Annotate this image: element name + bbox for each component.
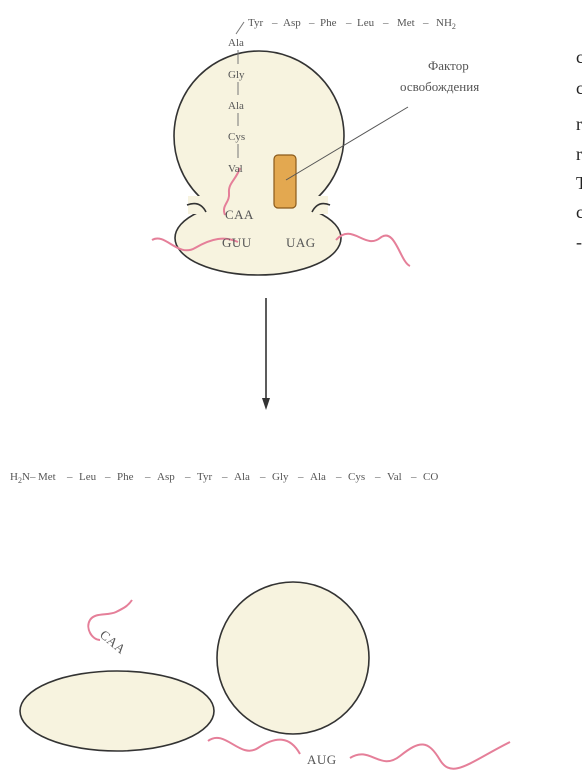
peptide-bond: – bbox=[374, 471, 381, 483]
cropped-glyph: c bbox=[576, 78, 582, 98]
peptide-bond: – bbox=[410, 471, 417, 483]
peptide-bond: – bbox=[382, 17, 389, 29]
mrna-strand-top-right bbox=[335, 232, 411, 267]
free-large-subunit bbox=[216, 581, 370, 735]
released-peptide: H2N–Met–Leu–Phe–Asp–Tyr–Ala–Gly–Ala–Cys–… bbox=[10, 471, 438, 485]
peptide-bond: – bbox=[259, 471, 266, 483]
free-trna-anticodon-label: CAA bbox=[97, 627, 129, 657]
peptide-bond: – bbox=[345, 17, 352, 29]
free-trna-strand bbox=[87, 599, 133, 641]
arrow-head-icon bbox=[262, 398, 270, 410]
released-residue-ala: Ala bbox=[310, 471, 326, 483]
trna-stem bbox=[223, 167, 241, 216]
vertical-residue-gly: Gly bbox=[228, 69, 245, 81]
peptide-bond: – bbox=[297, 471, 304, 483]
free-small-subunit bbox=[19, 670, 215, 752]
svg-text:–: – bbox=[29, 471, 36, 483]
peptide-bond: – bbox=[271, 17, 278, 29]
released-residue-asp: Asp bbox=[157, 471, 175, 483]
peptide-bond: – bbox=[308, 17, 315, 29]
cropped-glyph: T bbox=[576, 173, 582, 193]
released-residue-met: Met bbox=[38, 471, 56, 483]
release-factor-pointer bbox=[285, 106, 409, 181]
release-factor-label-2: освобождения bbox=[400, 79, 479, 94]
trna-anticodon-label: CAA bbox=[225, 207, 254, 222]
released-c-terminus: CO bbox=[423, 471, 438, 483]
peptide-bond: – bbox=[184, 471, 191, 483]
cropped-glyph: r bbox=[576, 114, 582, 134]
peptide-bond: – bbox=[144, 471, 151, 483]
released-residue-leu: Leu bbox=[79, 471, 97, 483]
ribosome-large-subunit bbox=[173, 50, 345, 222]
cropped-glyph: c bbox=[576, 47, 582, 67]
top-residue-asp: Asp bbox=[283, 17, 301, 29]
top-residue-tyr: Tyr bbox=[248, 17, 263, 29]
released-residue-gly: Gly bbox=[272, 471, 289, 483]
top-residue-phe: Phe bbox=[320, 17, 337, 29]
peptide-bond: – bbox=[66, 471, 73, 483]
mrna-strand-top bbox=[151, 237, 239, 252]
peptide-bond: – bbox=[335, 471, 342, 483]
mrna-stop-codon-label: UAG bbox=[286, 235, 316, 250]
top-residue-met: Met bbox=[397, 17, 415, 29]
released-n-terminus: H2N bbox=[10, 471, 30, 485]
vertical-residue-val: Val bbox=[228, 163, 243, 175]
amino-terminus-label: NH2 bbox=[436, 17, 456, 31]
top-residue-leu: Leu bbox=[357, 17, 375, 29]
released-residue-phe: Phe bbox=[117, 471, 134, 483]
released-residue-ala: Ala bbox=[234, 471, 250, 483]
cropped-glyph: c bbox=[576, 202, 582, 222]
peptide-chain-top: Tyr–Asp–Phe–Leu–Met–NH2 bbox=[235, 17, 456, 35]
released-residue-val: Val bbox=[387, 471, 402, 483]
released-residue-tyr: Tyr bbox=[197, 471, 212, 483]
free-mrna-strand bbox=[207, 737, 511, 770]
vertical-residue-cys: Cys bbox=[228, 131, 245, 143]
peptide-bond: – bbox=[221, 471, 228, 483]
cropped-glyph: r bbox=[576, 144, 582, 164]
vertical-residue-ala: Ala bbox=[228, 100, 244, 112]
release-factor-icon bbox=[273, 154, 297, 209]
peptide-bond: – bbox=[422, 17, 429, 29]
peptide-bond: – bbox=[104, 471, 111, 483]
vertical-residue-ala: Ala bbox=[228, 37, 244, 49]
release-factor-label-1: Фактор bbox=[428, 58, 469, 73]
mrna-sense-codon-label: GUU bbox=[222, 235, 252, 250]
free-mrna-codon-label: AUG bbox=[307, 752, 337, 767]
released-residue-cys: Cys bbox=[348, 471, 365, 483]
cropped-glyph: - bbox=[576, 232, 582, 252]
